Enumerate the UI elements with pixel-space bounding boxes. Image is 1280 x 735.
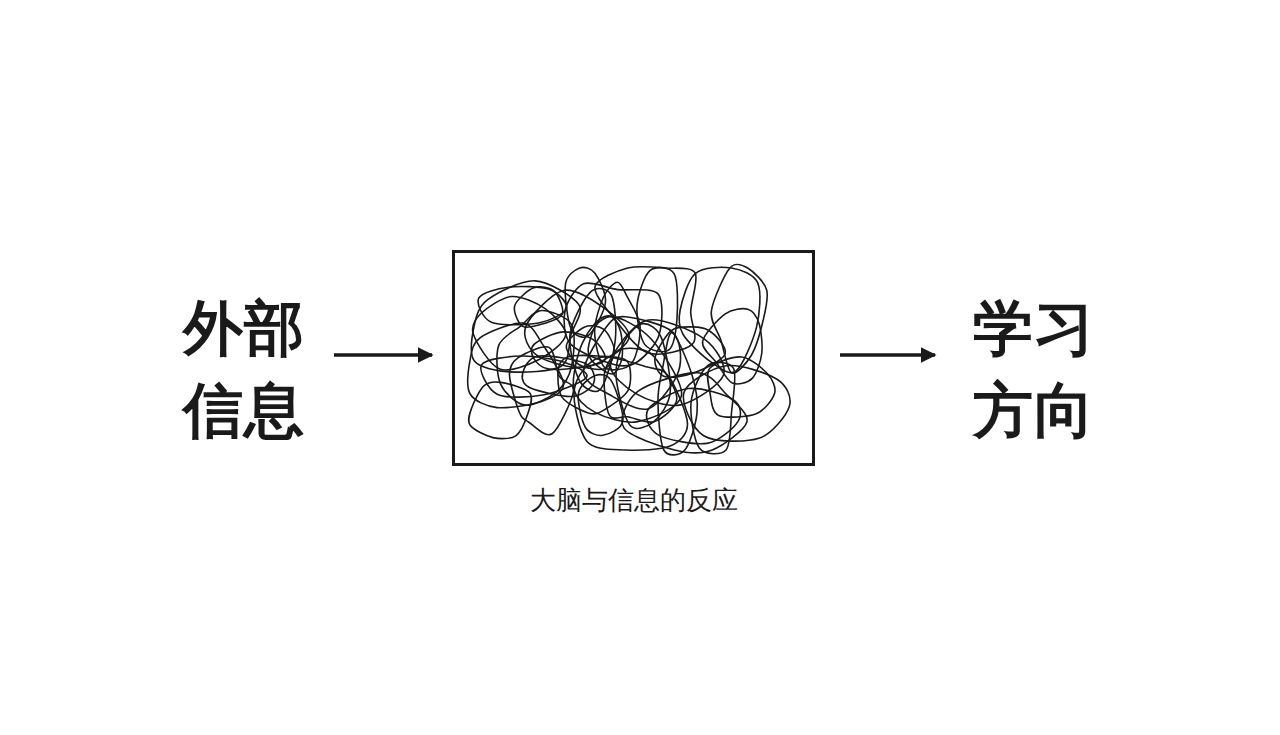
scribble-stroke	[558, 355, 631, 413]
input-label: 外部信息	[183, 287, 309, 451]
scribble-stroke	[478, 287, 567, 325]
brain-box: 大脑与信息的反应	[452, 250, 815, 466]
scribble-stroke	[595, 267, 696, 355]
scribble-stroke	[509, 347, 573, 435]
scribble-stroke	[622, 373, 747, 453]
scribble-stroke	[469, 382, 532, 439]
flow-arrow	[334, 353, 432, 357]
caption-text: 大脑与信息的反应	[415, 483, 852, 517]
node-label: 学习方向	[973, 287, 1099, 451]
scribble-stroke	[595, 282, 641, 370]
scribble-stroke	[481, 356, 587, 397]
node-label: 外部信息	[183, 287, 309, 451]
scribble-stroke	[573, 316, 681, 422]
output-label: 学习方向	[973, 287, 1099, 451]
flow-arrow	[840, 353, 935, 357]
